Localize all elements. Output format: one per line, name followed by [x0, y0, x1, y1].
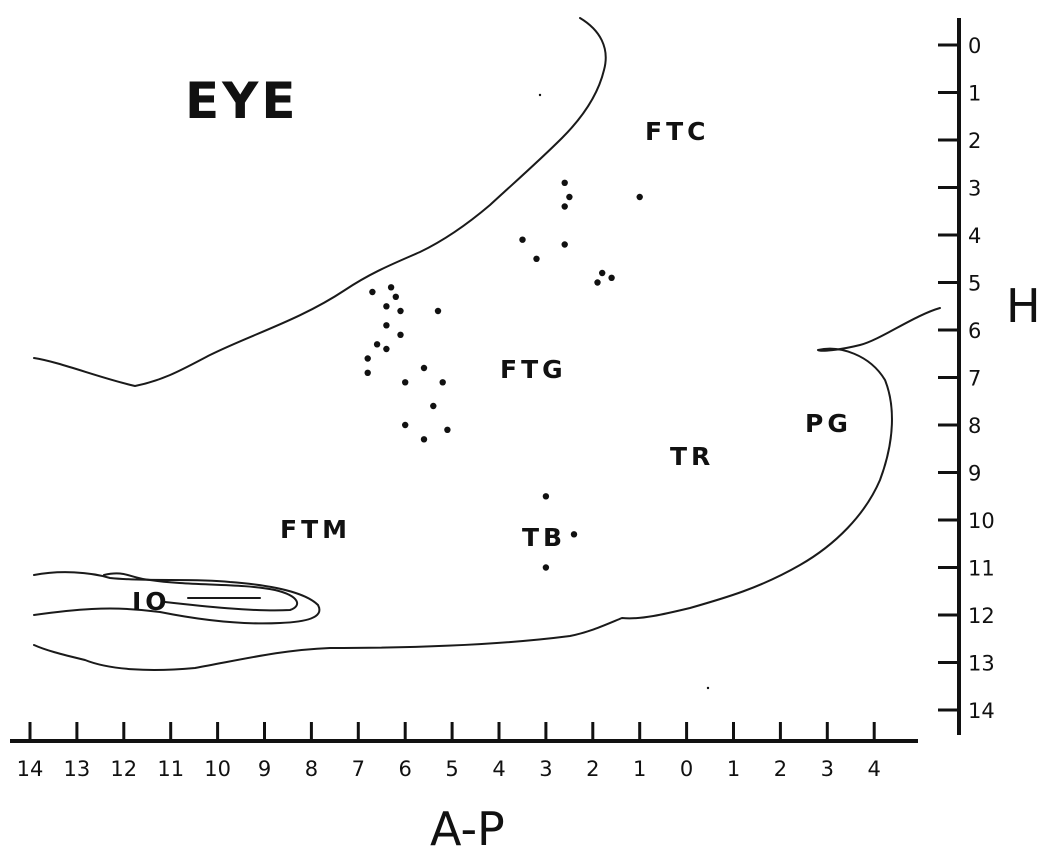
ap-tick-label: 14	[17, 757, 44, 781]
h-tick-label: 12	[968, 604, 995, 628]
recording-site-point	[430, 402, 437, 410]
h-tick-label: 5	[968, 272, 981, 296]
brainstem-outline	[33, 307, 941, 671]
label-tb: TB	[522, 523, 566, 552]
recording-site-point	[570, 531, 578, 538]
h-tick-label: 4	[968, 224, 981, 248]
h-tick-label: 11	[968, 557, 995, 581]
recording-site-point	[364, 355, 371, 362]
recording-site-point	[383, 322, 390, 329]
ap-tick-label: 8	[305, 757, 318, 781]
cerebellum-outline	[33, 17, 607, 387]
ap-tick-label: 4	[868, 757, 881, 781]
recording-site-point	[608, 274, 615, 281]
h-tick-label: 1	[968, 82, 981, 106]
recording-site-point	[561, 203, 568, 210]
ap-tick-label: 5	[445, 757, 458, 781]
h-tick-label: 2	[968, 129, 981, 153]
recording-site-point	[420, 436, 428, 443]
recording-site-point	[369, 288, 376, 296]
recording-site-point	[383, 303, 390, 310]
ap-tick-label: 2	[586, 757, 599, 781]
label-io: IO	[132, 587, 171, 616]
ap-tick-label: 2	[774, 757, 787, 781]
ap-tick-label: 4	[492, 757, 505, 781]
label-ftc: FTC	[645, 117, 709, 146]
ap-tick-label: 1	[727, 757, 740, 781]
recording-site-point	[397, 331, 404, 338]
recording-site-point	[444, 426, 451, 433]
ap-tick-label: 6	[399, 757, 412, 781]
speck	[706, 686, 710, 690]
recording-site-point	[364, 369, 371, 376]
speck	[538, 93, 542, 97]
ap-tick-label: 0	[680, 757, 693, 781]
recording-site-point	[599, 269, 606, 277]
recording-site-point	[594, 279, 601, 286]
h-tick-label: 6	[968, 319, 981, 343]
h-tick-label: 13	[968, 652, 995, 676]
inferior-olive-outline	[33, 571, 321, 625]
recording-site-point	[542, 564, 550, 571]
recording-site-point	[519, 236, 526, 243]
recording-site-point	[542, 493, 550, 500]
h-tick-label: 8	[968, 414, 981, 438]
ap-tick-label: 12	[110, 757, 137, 781]
recording-site-point	[533, 255, 540, 262]
label-eye: EYE	[185, 72, 299, 130]
h-tick-label: 3	[968, 177, 981, 201]
recording-site-point	[397, 307, 404, 315]
recording-site-point	[373, 341, 381, 348]
h-axis-name: H	[1006, 279, 1041, 333]
recording-site-point	[402, 421, 409, 429]
ap-tick-label: 7	[352, 757, 365, 781]
recording-site-point	[561, 179, 568, 186]
ap-tick-label: 3	[821, 757, 834, 781]
recording-site-point	[566, 193, 573, 201]
ap-tick-label: 13	[64, 757, 91, 781]
label-pg: PG	[805, 409, 852, 438]
recording-site-point	[434, 307, 442, 315]
ap-tick-label: 1	[633, 757, 646, 781]
h-tick-label: 0	[968, 34, 981, 58]
h-tick-label: 10	[968, 509, 995, 533]
ap-tick-label: 11	[157, 757, 184, 781]
recording-site-point	[561, 241, 568, 248]
ap-tick-label: 3	[539, 757, 552, 781]
h-tick-label: 14	[968, 699, 995, 723]
recording-site-point	[420, 364, 428, 372]
label-ftg: FTG	[500, 355, 567, 384]
recording-site-point	[636, 193, 643, 201]
inferior-olive-inner	[103, 572, 299, 612]
recording-site-point	[387, 284, 395, 291]
recording-site-point	[402, 379, 409, 386]
h-tick-label: 9	[968, 462, 981, 486]
label-ftm: FTM	[280, 515, 351, 544]
recording-site-point	[439, 379, 446, 386]
ap-tick-label: 9	[258, 757, 271, 781]
h-tick-label: 7	[968, 367, 981, 391]
recording-site-point	[383, 345, 390, 353]
label-tr: TR	[670, 442, 714, 471]
recording-sites	[364, 179, 643, 571]
ap-tick-label: 10	[204, 757, 231, 781]
ap-axis-name: A-P	[430, 802, 505, 854]
recording-site-point	[392, 293, 399, 300]
